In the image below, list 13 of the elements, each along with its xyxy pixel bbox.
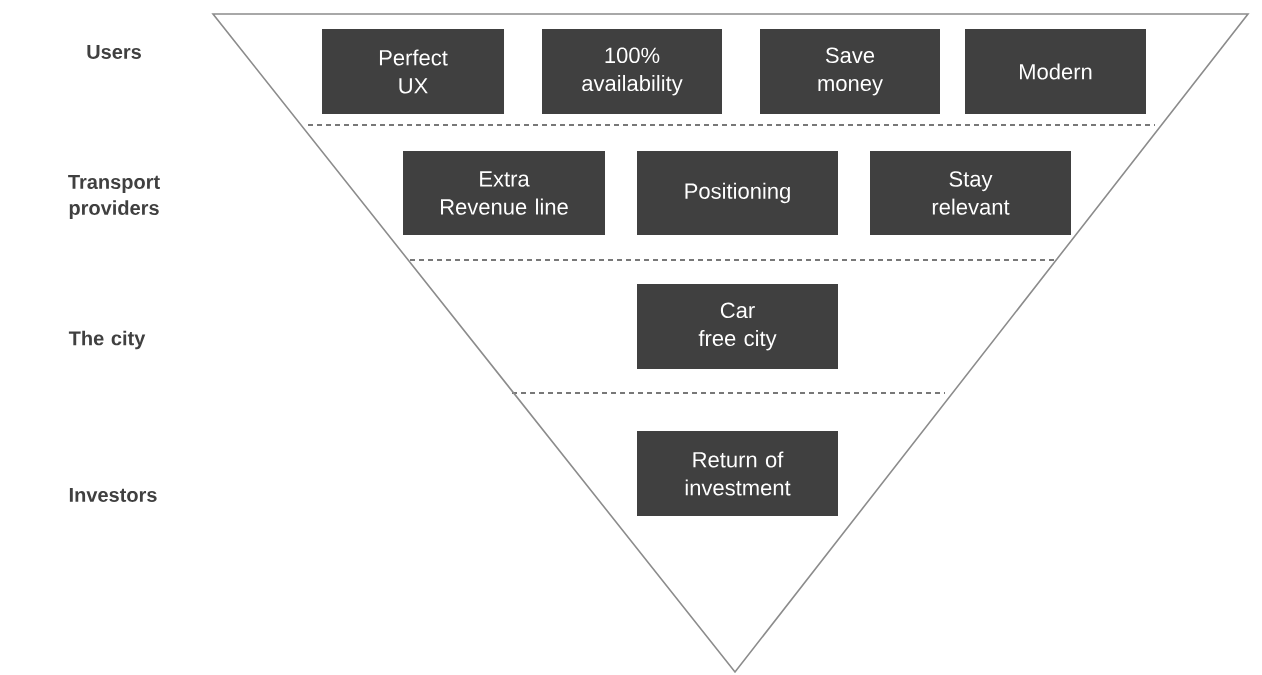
text-box: Save money (760, 29, 940, 114)
text-box: Perfect UX (322, 29, 504, 114)
text-box: Stay relevant (870, 151, 1071, 235)
text-box: Car free city (637, 284, 838, 369)
row-label: Investors (69, 488, 157, 502)
row-label: Transport providers (68, 175, 160, 219)
row-label: Users (87, 45, 141, 59)
text-box: Return of investment (637, 431, 838, 516)
text-box: Modern (965, 29, 1146, 114)
text-box: Extra Revenue line (403, 151, 605, 235)
text-box: Positioning (637, 151, 838, 235)
row-label: The city (68, 330, 146, 350)
text-box: 100% availability (542, 29, 722, 114)
